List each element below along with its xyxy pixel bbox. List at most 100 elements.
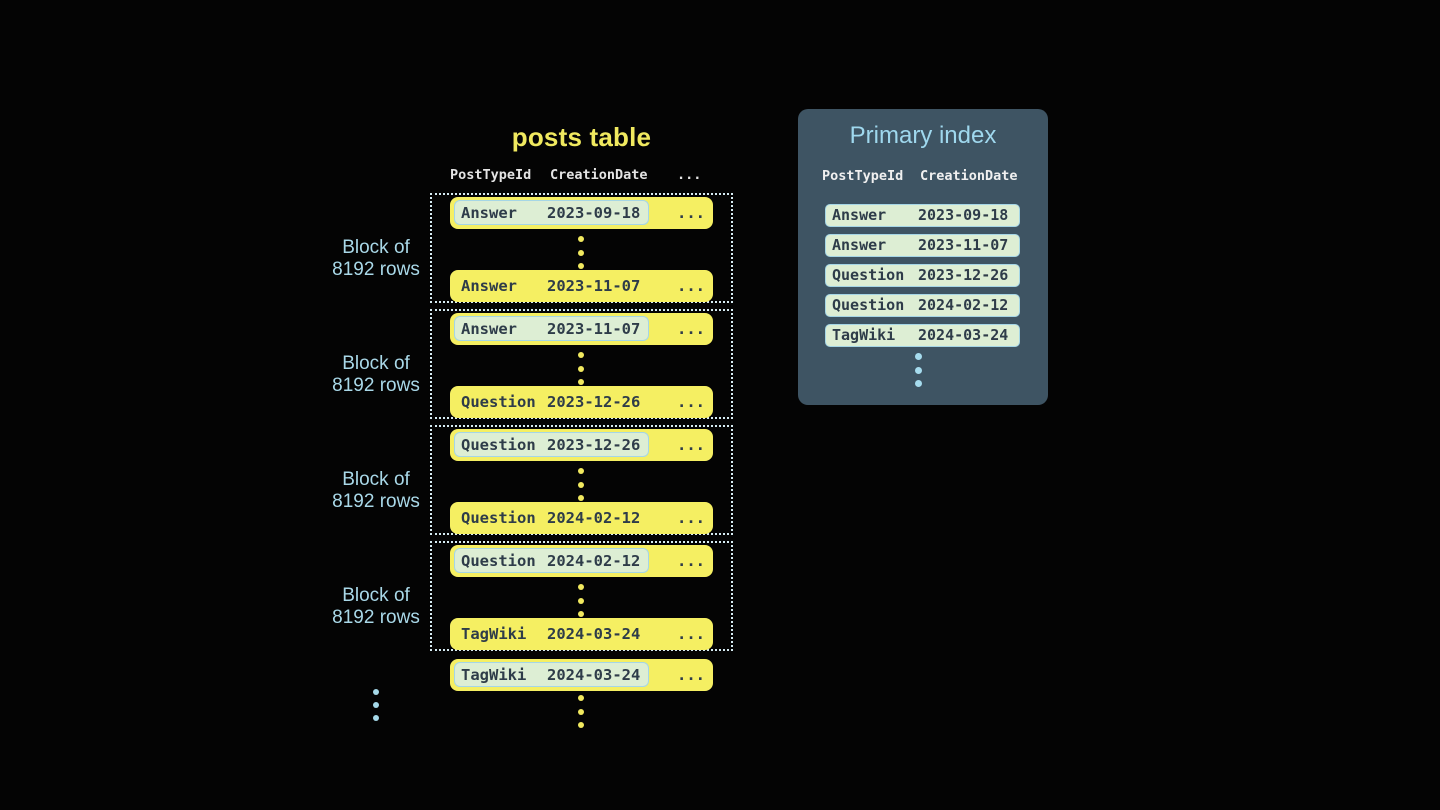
- vertical-ellipsis-dot: [373, 689, 379, 695]
- vertical-ellipsis-dot: [578, 481, 584, 488]
- cell-post-type: Answer: [461, 320, 517, 338]
- cell-creation-date: 2023-11-07: [547, 277, 641, 295]
- table-row-highlighted: Answer 2023-11-07 ...: [450, 313, 713, 345]
- table-row-highlighted: Question 2024-02-12 ...: [450, 545, 713, 577]
- posts-column-more: ...: [677, 167, 702, 183]
- block-label-line1: Block of: [342, 237, 410, 258]
- block-label-line1: Block of: [342, 469, 410, 490]
- block-label-line2: 8192 rows: [332, 607, 420, 628]
- cell-post-type: Question: [832, 296, 905, 314]
- cell-creation-date: 2023-09-18: [547, 204, 641, 222]
- cell-ellipsis: ...: [677, 509, 705, 527]
- index-column-creationdate: CreationDate: [920, 168, 1018, 184]
- cell-post-type: Answer: [832, 206, 887, 224]
- vertical-ellipsis-dot: [578, 379, 584, 385]
- cell-ellipsis: ...: [677, 393, 705, 411]
- cell-creation-date: 2023-09-18: [918, 206, 1009, 224]
- cell-ellipsis: ...: [677, 552, 705, 570]
- cell-creation-date: 2024-02-12: [918, 296, 1009, 314]
- table-row-highlighted: TagWiki 2024-03-24 ...: [450, 659, 713, 691]
- cell-post-type: Question: [461, 509, 536, 527]
- cell-post-type: Answer: [832, 236, 887, 254]
- vertical-ellipsis-dot: [578, 597, 584, 604]
- index-entry-highlight: [454, 200, 649, 225]
- vertical-ellipsis-dot: [578, 722, 584, 728]
- row-block-2: Answer 2023-11-07 ... Question 2023-12-2…: [430, 309, 733, 419]
- cell-post-type: Question: [461, 436, 536, 454]
- block-label-line1: Block of: [342, 353, 410, 374]
- index-entry: Answer 2023-11-07: [825, 234, 1020, 257]
- cell-creation-date: 2024-02-12: [547, 509, 641, 527]
- vertical-ellipsis-dot: [578, 611, 584, 617]
- row-block-1: Answer 2023-09-18 ... Answer 2023-11-07 …: [430, 193, 733, 303]
- vertical-ellipsis-dot: [578, 695, 584, 701]
- cell-ellipsis: ...: [677, 666, 705, 684]
- block-label-line1: Block of: [342, 585, 410, 606]
- index-entry-highlight: [454, 316, 649, 341]
- table-row: Answer 2023-11-07 ...: [450, 270, 713, 302]
- primary-index-title: Primary index: [849, 122, 997, 149]
- index-entry: Answer 2023-09-18: [825, 204, 1020, 227]
- vertical-ellipsis-dot: [915, 353, 922, 360]
- table-row-highlighted: Answer 2023-09-18 ...: [450, 197, 713, 229]
- cell-post-type: TagWiki: [461, 666, 527, 684]
- cell-ellipsis: ...: [677, 320, 705, 338]
- index-entry-highlight: [454, 662, 649, 687]
- index-column-posttypeid: PostTypeId: [822, 168, 904, 184]
- posts-table-title: posts table: [511, 122, 652, 152]
- index-entry-highlight: [454, 548, 649, 573]
- vertical-ellipsis-dot: [578, 495, 584, 501]
- vertical-ellipsis-dot: [578, 236, 584, 242]
- cell-creation-date: 2023-12-26: [547, 436, 641, 454]
- cell-creation-date: 2023-12-26: [918, 266, 1009, 284]
- vertical-ellipsis-dot: [373, 715, 379, 721]
- vertical-ellipsis-dot: [373, 702, 379, 708]
- block-label-2: Block of 8192 rows: [306, 353, 446, 397]
- block-label-line2: 8192 rows: [332, 259, 420, 280]
- cell-ellipsis: ...: [677, 204, 705, 222]
- cell-creation-date: 2024-03-24: [918, 326, 1009, 344]
- block-label-1: Block of 8192 rows: [306, 237, 446, 281]
- table-row-highlighted: Question 2023-12-26 ...: [450, 429, 713, 461]
- vertical-ellipsis-dot: [915, 366, 922, 374]
- cell-post-type: Question: [461, 393, 536, 411]
- cell-post-type: TagWiki: [461, 625, 527, 643]
- block-label-3: Block of 8192 rows: [306, 469, 446, 513]
- cell-ellipsis: ...: [677, 625, 705, 643]
- cell-post-type: TagWiki: [832, 326, 896, 344]
- posts-column-creationdate: CreationDate: [550, 167, 648, 183]
- cell-post-type: Answer: [461, 204, 517, 222]
- cell-creation-date: 2024-03-24: [547, 625, 641, 643]
- vertical-ellipsis-dot: [578, 365, 584, 372]
- vertical-ellipsis-dot: [578, 708, 584, 715]
- cell-ellipsis: ...: [677, 436, 705, 454]
- cell-post-type: Answer: [461, 277, 517, 295]
- cell-creation-date: 2024-03-24: [547, 666, 641, 684]
- table-row: Question 2023-12-26 ...: [450, 386, 713, 418]
- block-label-4: Block of 8192 rows: [306, 585, 446, 629]
- vertical-ellipsis-dot: [578, 468, 584, 474]
- vertical-ellipsis-dot: [578, 263, 584, 269]
- vertical-ellipsis-dot: [578, 249, 584, 256]
- table-row: TagWiki 2024-03-24 ...: [450, 618, 713, 650]
- index-entry-highlight: [454, 432, 649, 457]
- cell-creation-date: 2023-12-26: [547, 393, 641, 411]
- cell-post-type: Question: [832, 266, 905, 284]
- cell-post-type: Question: [461, 552, 536, 570]
- index-entry: Question 2023-12-26: [825, 264, 1020, 287]
- vertical-ellipsis-dot: [578, 352, 584, 358]
- cell-creation-date: 2023-11-07: [918, 236, 1009, 254]
- cell-ellipsis: ...: [677, 277, 705, 295]
- index-entry: TagWiki 2024-03-24: [825, 324, 1020, 347]
- block-label-line2: 8192 rows: [332, 375, 420, 396]
- posts-column-posttypeid: PostTypeId: [450, 167, 532, 183]
- block-label-line2: 8192 rows: [332, 491, 420, 512]
- row-block-3: Question 2023-12-26 ... Question 2024-02…: [430, 425, 733, 535]
- index-entry: Question 2024-02-12: [825, 294, 1020, 317]
- vertical-ellipsis-dot: [915, 380, 922, 387]
- cell-creation-date: 2024-02-12: [547, 552, 641, 570]
- vertical-ellipsis-dot: [578, 584, 584, 590]
- table-row: Question 2024-02-12 ...: [450, 502, 713, 534]
- row-block-4: Question 2024-02-12 ... TagWiki 2024-03-…: [430, 541, 733, 651]
